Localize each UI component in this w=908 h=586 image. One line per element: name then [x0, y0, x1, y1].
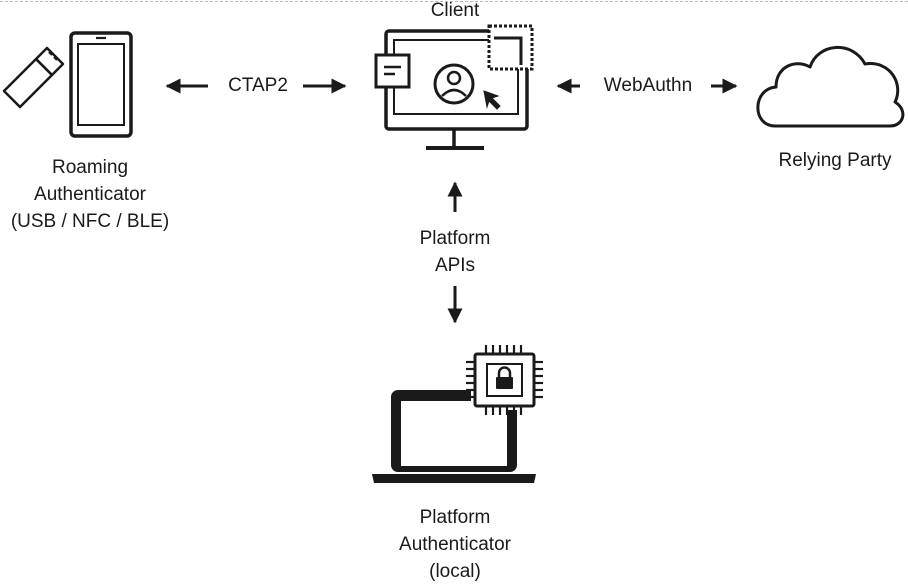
platform-auth-label-line-2: Authenticator [399, 534, 511, 555]
secure-chip-lock-icon [466, 345, 543, 415]
roaming-authenticator-label: Roaming Authenticator (USB / NFC / BLE) [0, 154, 180, 235]
client-label: Client [395, 0, 515, 24]
cloud-icon [756, 46, 905, 128]
usb-key-icon [2, 46, 65, 109]
platform-auth-label-line-3: (local) [429, 561, 481, 582]
platform-auth-label-line-1: Platform [419, 507, 491, 528]
smartphone-icon [69, 31, 133, 138]
platform-apis-label-line-2: APIs [434, 255, 476, 276]
platform-apis-label-line-1: Platform [419, 228, 491, 249]
relying-party-label: Relying Party [760, 147, 908, 174]
relying-party-label-line: Relying Party [778, 150, 892, 171]
roaming-label-line-1: Roaming [51, 157, 129, 178]
top-border [0, 1, 908, 2]
monitor-with-user-window-icon [374, 24, 534, 150]
roaming-label-line-3: (USB / NFC / BLE) [10, 211, 170, 232]
ctap2-label: CTAP2 [228, 75, 288, 96]
webauthn-label: WebAuthn [603, 75, 693, 96]
roaming-label-line-2: Authenticator [34, 184, 146, 205]
client-label-line: Client [430, 0, 480, 21]
platform-authenticator-label: Platform Authenticator (local) [360, 504, 550, 585]
platform-apis-label: Platform APIs [395, 225, 515, 279]
